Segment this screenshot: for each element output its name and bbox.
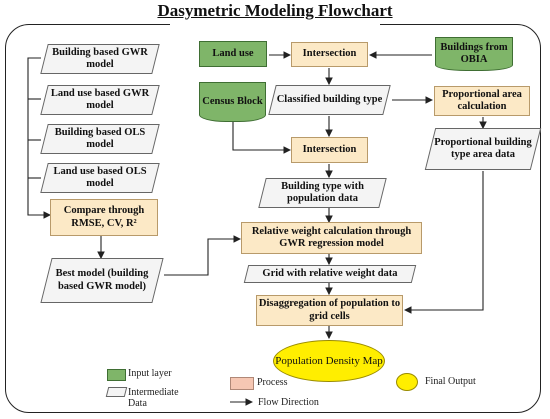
final-output-oval: Population Density Map	[273, 340, 385, 382]
legend-final-swatch	[396, 373, 418, 391]
compare-process: Compare through RMSE, CV, R²	[50, 199, 158, 236]
classified-building-type: Classified building type	[272, 85, 387, 115]
legend-flow-label: Flow Direction	[258, 397, 319, 408]
legend-process-swatch	[230, 377, 254, 390]
title-background	[170, 3, 380, 25]
legend-input-label: Input layer	[128, 368, 172, 379]
arrow-best-to-weight	[164, 235, 242, 276]
input-buildings-obia: Buildings from OBIA	[435, 37, 513, 71]
intersection-top: Intersection	[291, 42, 368, 67]
proportional-area-calc: Proportional area calculation	[434, 86, 530, 116]
relative-weight-calc: Relative weight calculation through GWR …	[241, 222, 422, 254]
disaggregation-process: Disaggregation of population to grid cel…	[256, 295, 403, 326]
legend-intermediate-swatch	[105, 387, 128, 397]
compare-line2: RMSE, CV, R²	[71, 217, 137, 229]
legend-intermediate-label: Intermediate Data	[128, 387, 179, 409]
page-title: Dasymetric Modeling Flowchart	[157, 1, 393, 20]
arrow-census-to-intersection	[232, 120, 292, 154]
arrow-propdata-to-disaggregation	[403, 171, 484, 314]
compare-line1: Compare through	[63, 205, 145, 217]
input-land-use: Land use	[199, 41, 267, 67]
model-landuse-ols: Land use based OLS model	[44, 163, 156, 193]
building-type-population: Building type with population data	[262, 178, 383, 208]
legend-final-label: Final Output	[425, 376, 476, 387]
arrow-models-to-compare	[27, 57, 52, 219]
best-model: Best model (building based GWR model)	[46, 258, 158, 303]
intersection-mid: Intersection	[291, 137, 368, 163]
model-landuse-gwr: Land use based GWR model	[44, 85, 156, 115]
grid-relative-weight: Grid with relative weight data	[246, 265, 414, 283]
legend-process-label: Process	[257, 377, 288, 388]
proportional-area-data: Proportional building type area data	[430, 128, 536, 170]
legend-input-swatch	[107, 369, 126, 381]
model-building-gwr: Building based GWR model	[44, 44, 156, 74]
model-building-ols: Building based OLS model	[44, 124, 156, 154]
input-census-block: Census Block	[199, 82, 266, 122]
